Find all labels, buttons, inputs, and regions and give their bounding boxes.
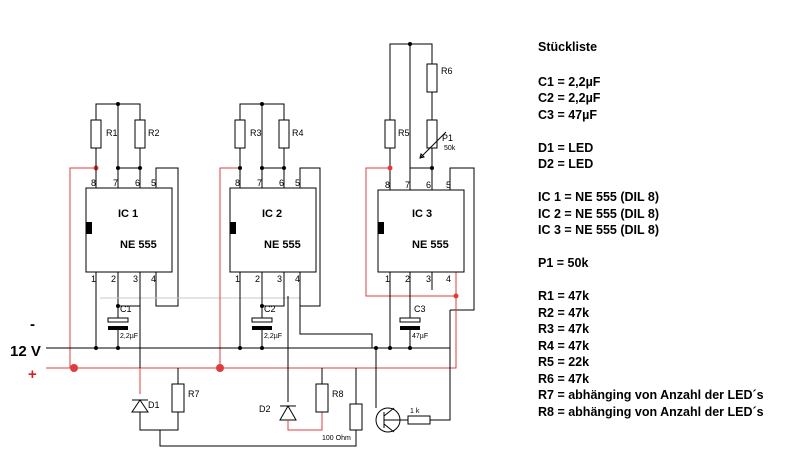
parts-list-item: C3 = 47µF [538, 107, 597, 122]
r1-label: R1 [106, 128, 118, 138]
ic3-pin3: 3 [426, 274, 431, 284]
circuit-schematic: IC 1 NE 555 8 7 6 5 1 2 3 4 C1 2,2µF R1 … [10, 42, 475, 447]
parts-list-item: R3 = 47k [538, 322, 590, 336]
parts-list-item: R6 = 47k [538, 371, 590, 386]
ic3-pin7: 7 [405, 180, 410, 190]
supply-rails: - 12 V + [10, 296, 457, 383]
ic3-pin8: 8 [385, 180, 390, 190]
parts-list-item: C1 = 2,2µF [538, 74, 601, 89]
supply-minus-label: - [30, 316, 35, 333]
ic1-pin1: 1 [91, 274, 96, 284]
parts-list-spacer [538, 123, 764, 140]
ic2-pin4: 4 [295, 274, 300, 284]
parts-list-item: R4 = 47k [538, 338, 590, 353]
ic1-pin5: 5 [151, 178, 156, 188]
c3-label: C3 [414, 304, 426, 314]
ic1-pin6: 6 [135, 178, 140, 188]
ic3-pin1: 1 [385, 274, 390, 284]
ic2-pin1: 1 [235, 274, 240, 284]
parts-list-title: Stückliste [538, 40, 598, 54]
c2-label: C2 [264, 304, 276, 314]
c3-value: 47µF [412, 333, 428, 340]
resistor-r7 [171, 383, 185, 413]
ic1-pin3: 3 [133, 274, 138, 284]
ic1-pin7: 7 [113, 178, 118, 188]
parts-list-item: C2 = 2,2µF [538, 91, 601, 105]
parts-list-item: IC 3 = NE 555 (DIL 8) [538, 223, 659, 237]
parts-list-item: R8 = abhänging von Anzahl der LED´s [538, 404, 764, 419]
r7-label: R7 [188, 389, 200, 399]
ic2-block: IC 2 NE 555 8 7 6 5 1 2 3 4 C2 2,2µF R3 … [219, 102, 321, 368]
resistor-100-ohm [349, 403, 363, 431]
ic2-pin3: 3 [277, 274, 282, 284]
r4-label: R4 [292, 128, 304, 138]
parts-list-item: IC 1 = NE 555 (DIL 8) [538, 190, 659, 204]
parts-list-spacer [538, 57, 764, 74]
resistor-r5 [384, 119, 396, 149]
emitter-resistor-label: 100 Ohm [322, 435, 351, 442]
r8-label: R8 [332, 389, 344, 399]
c1-label: C1 [120, 304, 132, 314]
ic2-pin8: 8 [235, 178, 240, 188]
p1-label: P1 [442, 133, 453, 143]
ic2-pin6: 6 [279, 178, 284, 188]
base-resistor-label: 1 k [410, 408, 420, 415]
ic3-pin4: 4 [446, 274, 451, 284]
r5-label: R5 [398, 128, 410, 138]
r6-label: R6 [441, 66, 453, 76]
ic1-block: IC 1 NE 555 8 7 6 5 1 2 3 4 C1 2,2µF R1 … [69, 102, 300, 368]
parts-list-item: R1 = 47k [538, 289, 590, 303]
potentiometer-p1 [426, 119, 438, 149]
parts-list-spacer [538, 272, 764, 289]
ic2-type: NE 555 [264, 239, 301, 251]
ic3-pin6: 6 [426, 180, 431, 190]
ic3-block: IC 3 NE 555 8 7 6 5 1 2 3 4 C3 47µF R5 R… [365, 42, 475, 348]
parts-list: C1 = 2,2µF C2 = 2,2µF C3 = 47µF D1 = LED D2 … [538, 57, 764, 420]
ic3-name: IC 3 [412, 208, 432, 220]
ic2-pin2: 2 [255, 274, 260, 284]
ic2-name: IC 2 [262, 208, 282, 220]
parts-list-item: R2 = 47k [538, 305, 590, 320]
c2-value: 2,2µF [264, 333, 282, 340]
supply-voltage-label: 12 V [10, 343, 41, 360]
c1-value: 2,2µF [120, 333, 138, 340]
parts-list-item: R5 = 22k [538, 355, 590, 369]
resistor-r8 [315, 383, 329, 413]
p1-value: 50k [444, 145, 456, 152]
ic1-type: NE 555 [120, 239, 157, 251]
r3-label: R3 [250, 128, 262, 138]
ic1-pin4: 4 [151, 274, 156, 284]
ic1-name: IC 1 [118, 208, 138, 220]
resistor-1k [407, 415, 431, 425]
resistor-r6 [426, 63, 438, 93]
d2-label: D2 [259, 404, 271, 414]
d1-label: D1 [148, 400, 160, 410]
resistor-r2 [134, 119, 146, 149]
resistor-r4 [278, 119, 290, 149]
ic2-pin7: 7 [257, 178, 262, 188]
ic1-pin8: 8 [91, 178, 96, 188]
ic1-pin2: 2 [111, 274, 116, 284]
ic3-type: NE 555 [412, 239, 449, 251]
output-stage: D1 R7 D2 R8 1 k 100 Ohm [131, 296, 451, 447]
parts-list-spacer [538, 173, 764, 190]
ic3-pin5: 5 [446, 180, 451, 190]
ic2-pin5: 5 [295, 178, 300, 188]
ic3-pin2: 2 [405, 274, 410, 284]
parts-list-spacer [538, 239, 764, 256]
parts-list-item: D2 = LED [538, 157, 594, 171]
r2-label: R2 [148, 128, 160, 138]
resistor-r3 [234, 119, 246, 149]
parts-list-item: P1 = 50k [538, 256, 589, 270]
supply-plus-label: + [28, 366, 37, 383]
parts-list-item: R7 = abhänging von Anzahl der LED´s [538, 388, 764, 402]
parts-list-item: IC 2 = NE 555 (DIL 8) [538, 206, 659, 221]
parts-list-item: D1 = LED [538, 140, 594, 155]
resistor-r1 [90, 119, 102, 149]
